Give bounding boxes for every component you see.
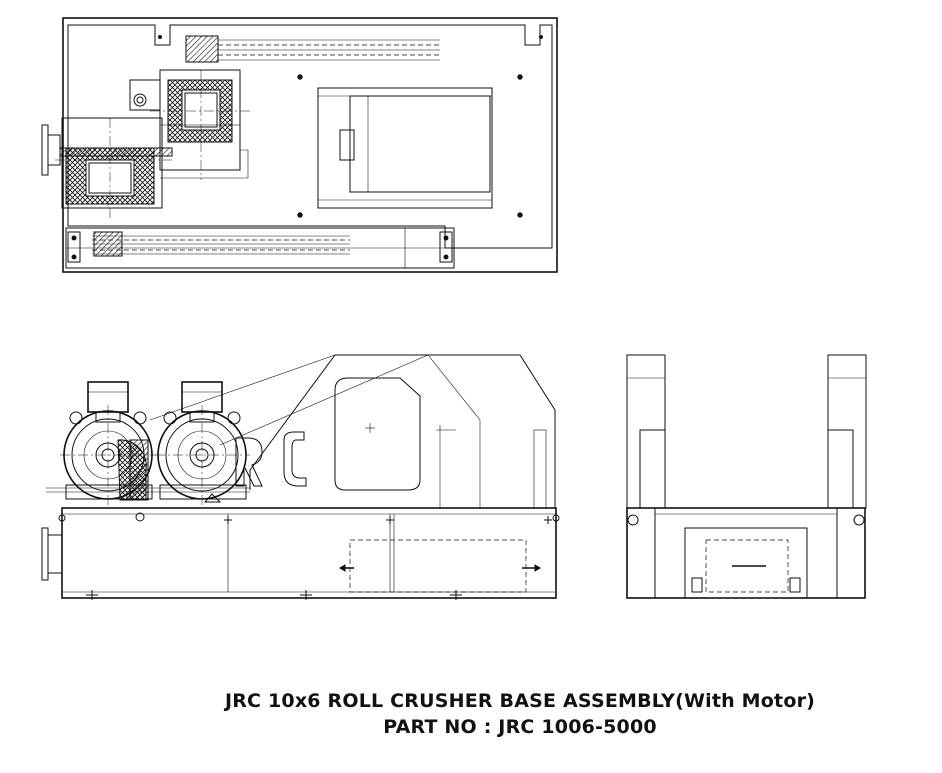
drawing-title: JRC 10x6 ROLL CRUSHER BASE ASSEMBLY(With… — [224, 690, 816, 712]
side-elevation — [626, 354, 867, 599]
logo-letter-r — [235, 437, 263, 487]
hopper-opening — [684, 527, 808, 599]
motor-rear-plan — [159, 69, 241, 171]
roll-housing-inner — [349, 95, 491, 193]
plan-view — [41, 17, 558, 273]
base-frame-side — [626, 507, 866, 599]
housing-handle — [339, 129, 355, 161]
side-flange — [41, 527, 49, 581]
front-elevation — [41, 354, 560, 600]
motor-right-front — [155, 381, 250, 505]
rail-end-right — [439, 231, 453, 263]
flange-plate — [41, 124, 49, 176]
plan-outer-frame — [62, 17, 558, 273]
logo-letter-c — [283, 431, 307, 487]
coupling-front — [93, 231, 123, 257]
rail-end-left — [67, 231, 81, 263]
base-plate-outline — [67, 24, 553, 249]
motor-front-plan — [61, 117, 163, 209]
crusher-door — [334, 377, 421, 491]
part-number: PART NO : JRC 1006-5000 — [383, 716, 657, 738]
base-frame-front — [61, 507, 557, 599]
hidden-tray — [349, 539, 527, 593]
center-marks — [86, 516, 552, 600]
title-block: JRC 10x6 ROLL CRUSHER BASE ASSEMBLY(With… — [140, 688, 900, 740]
roll-housing-plan — [317, 87, 493, 209]
coupling-rear — [185, 35, 219, 63]
belt-tensioner — [129, 439, 149, 501]
